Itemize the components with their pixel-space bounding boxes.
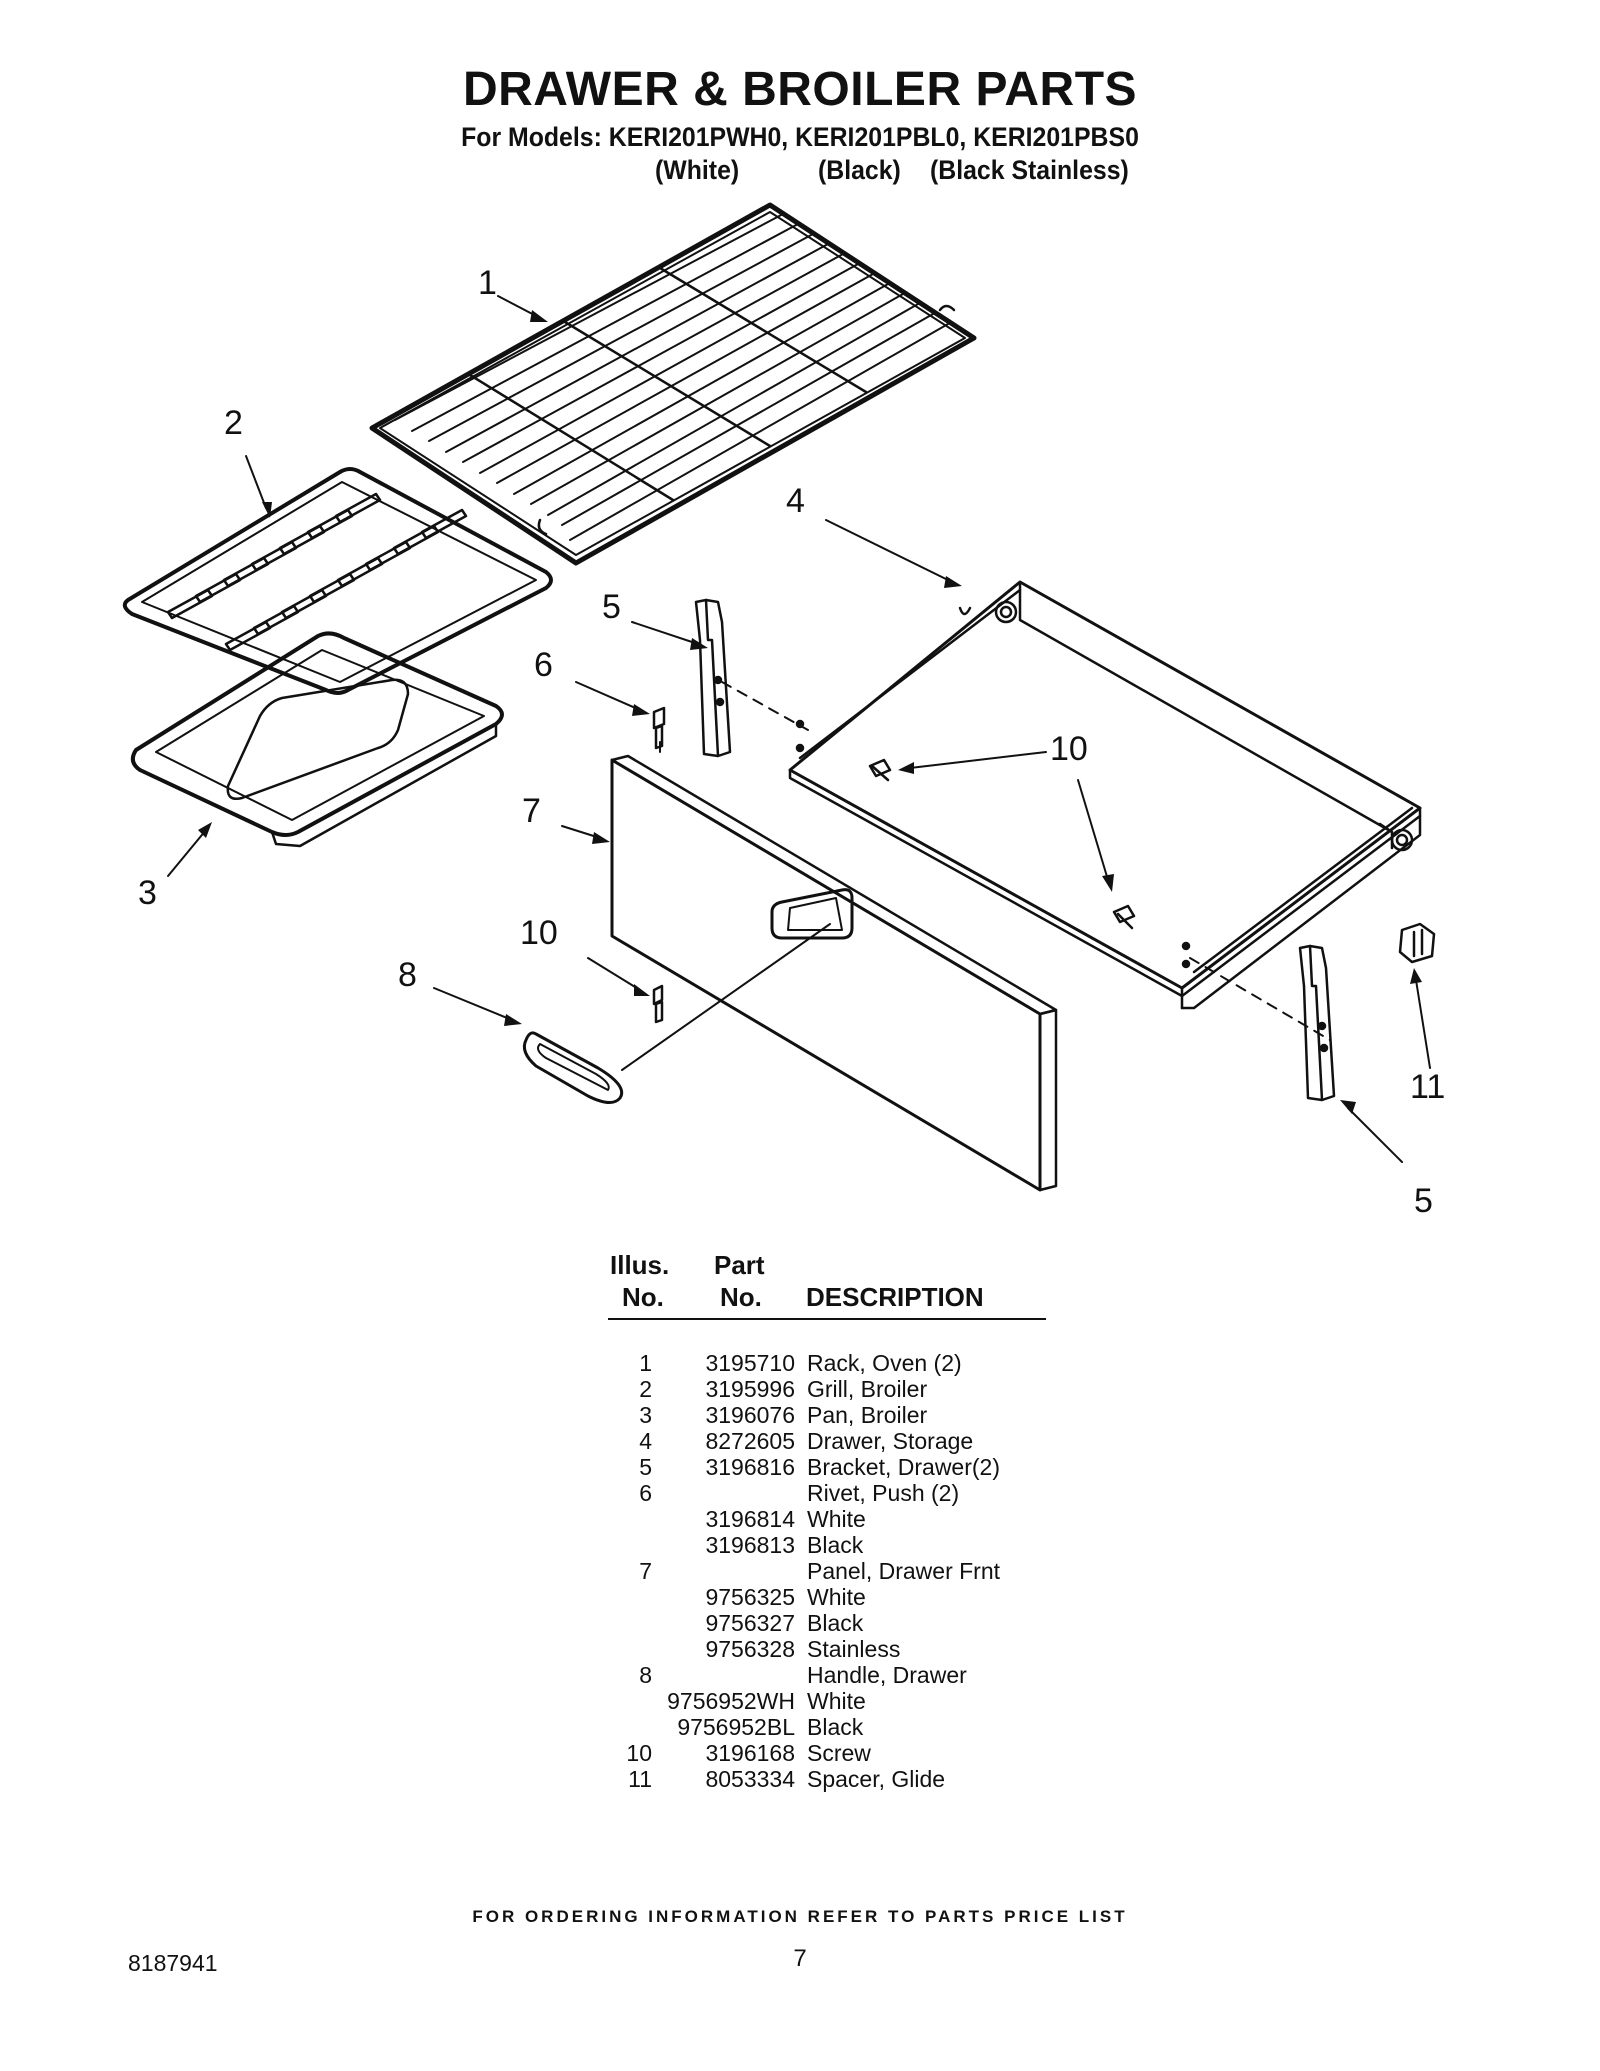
- oven-rack-illustration: [369, 202, 977, 566]
- drawer-bracket-left-illustration: [694, 598, 732, 758]
- broiler-pan-illustration: [130, 631, 504, 848]
- header-description: DESCRIPTION: [806, 1282, 984, 1312]
- document-number: 8187941: [128, 1950, 218, 1976]
- callout-2: 2: [224, 404, 243, 442]
- callout-8: 8: [398, 956, 417, 994]
- arrow-heads: [198, 310, 1422, 1114]
- page-title: DRAWER & BROILER PARTS: [462, 63, 1138, 116]
- screw-illustration-lower: [652, 984, 664, 1024]
- variant-black: (Black): [818, 155, 901, 185]
- drawer-front-panel-illustration: [610, 754, 1058, 1192]
- header-part-no: No.: [720, 1282, 762, 1312]
- variant-black-stainless: (Black Stainless): [930, 155, 1129, 185]
- callout-6: 6: [534, 646, 553, 684]
- callout-arrows: [167, 295, 1431, 1163]
- screw-illustration-mid: [1112, 904, 1136, 930]
- models-line: For Models: KERI201PWH0, KERI201PBL0, KE…: [461, 122, 1139, 152]
- callout-5-lower: 5: [1414, 1182, 1433, 1220]
- table-header-rule: [608, 1318, 1046, 1320]
- page-number: 7: [793, 1945, 807, 1972]
- drawer-handle-illustration: [522, 1031, 624, 1104]
- callout-10-upper: 10: [1050, 730, 1088, 768]
- callout-7: 7: [522, 792, 541, 830]
- exploded-parts-diagram: 1 2 3 4 5 6 7 10 8 10 11 5: [122, 202, 1445, 1220]
- header-part: Part: [714, 1250, 765, 1280]
- callout-3: 3: [138, 874, 157, 912]
- variant-white: (White): [655, 155, 740, 185]
- storage-drawer-illustration: [788, 580, 1422, 1010]
- broiler-grill-illustration: [122, 467, 553, 695]
- callout-5-upper: 5: [602, 588, 621, 626]
- header-illus: Illus.: [610, 1250, 670, 1280]
- callout-11: 11: [1410, 1068, 1445, 1106]
- screw-illustration-upper: [868, 758, 892, 782]
- callout-4: 4: [786, 482, 805, 520]
- callout-1: 1: [478, 264, 497, 302]
- push-rivet-illustration: [652, 706, 666, 750]
- ordering-note: FOR ORDERING INFORMATION REFER TO PARTS …: [472, 1907, 1128, 1926]
- callout-10-lower: 10: [520, 914, 558, 952]
- header-illus-no: No.: [622, 1282, 664, 1312]
- glide-spacer-illustration: [1398, 922, 1436, 964]
- drawer-bracket-right-illustration: [1298, 944, 1336, 1102]
